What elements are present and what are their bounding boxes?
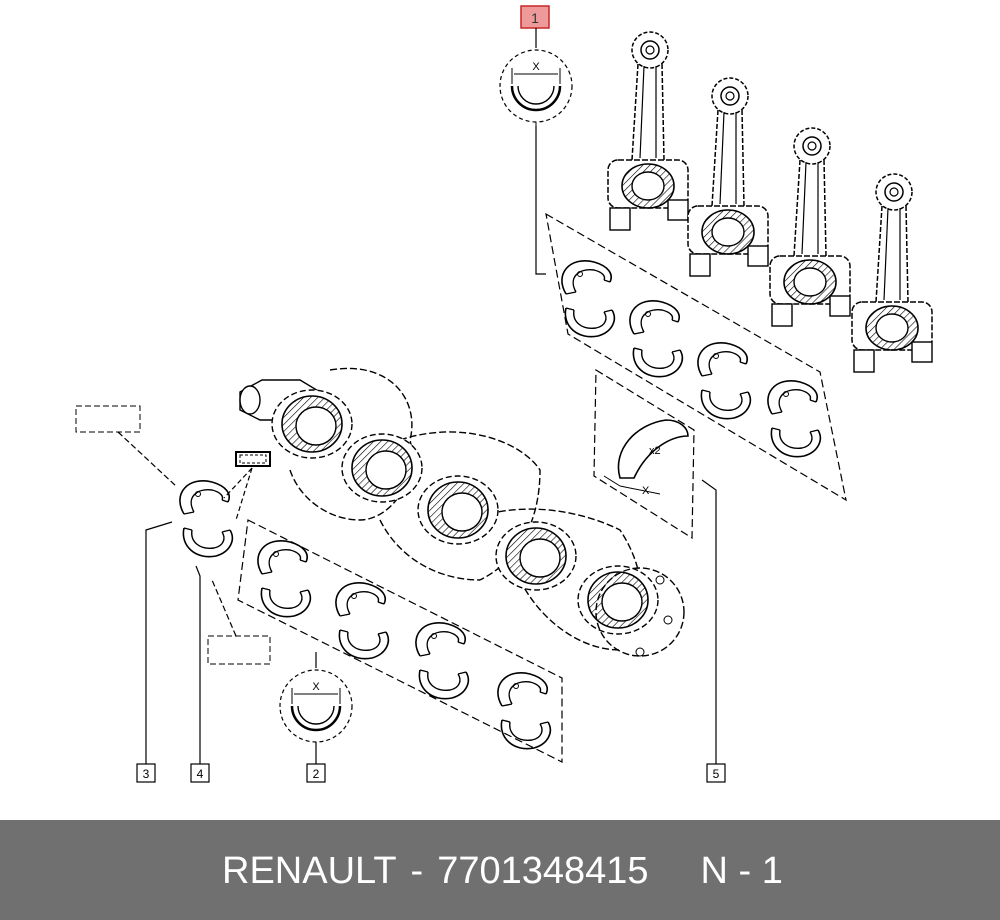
footer-separator: -	[410, 850, 424, 892]
callout-3-box[interactable]	[136, 763, 156, 783]
parts-diagram: 1 X	[75, 5, 933, 783]
main-bearing-set	[237, 519, 563, 763]
callout-1-label: 1	[531, 10, 539, 26]
blank-label-box-left	[75, 405, 141, 433]
footer-text: RENAULT-7701348415 N - 1	[222, 850, 783, 893]
callout-5-label: 5	[713, 767, 720, 781]
callout-4-label: 4	[197, 767, 204, 781]
callout-1-box[interactable]	[520, 5, 550, 29]
crankshaft	[239, 367, 685, 657]
callout-5-box[interactable]	[706, 763, 726, 783]
callout-1-group: 1 X	[499, 5, 573, 275]
conrod-bearing-set	[545, 212, 847, 502]
blank-label-box-bottom	[207, 635, 271, 665]
x2-label: x2	[649, 445, 661, 457]
callout-2-label: 2	[313, 767, 320, 781]
callout-2-box[interactable]	[306, 763, 326, 783]
x-dimension-label-2: X	[312, 681, 320, 693]
footer-bar: RENAULT-7701348415 N - 1	[0, 820, 1000, 920]
thrust-x-label: X	[642, 485, 650, 497]
position-code: N - 1	[700, 850, 783, 892]
brand-name: RENAULT	[222, 850, 397, 892]
callout-4-box[interactable]	[190, 763, 210, 783]
callout-2-group: X	[279, 652, 353, 764]
callout-3-label: 3	[143, 767, 150, 781]
callout-3-group: 3	[136, 763, 156, 783]
callout-5-group: 5	[706, 763, 726, 783]
callout-4-group: 4	[190, 763, 210, 783]
part-number: 7701348415	[437, 850, 649, 892]
callout-2-box-group: 2	[306, 763, 326, 783]
thrust-washer-detail: x2 X	[593, 368, 717, 764]
loose-main-bearing	[75, 405, 271, 764]
connecting-rods	[607, 31, 933, 373]
x-dimension-label: X	[532, 61, 540, 73]
